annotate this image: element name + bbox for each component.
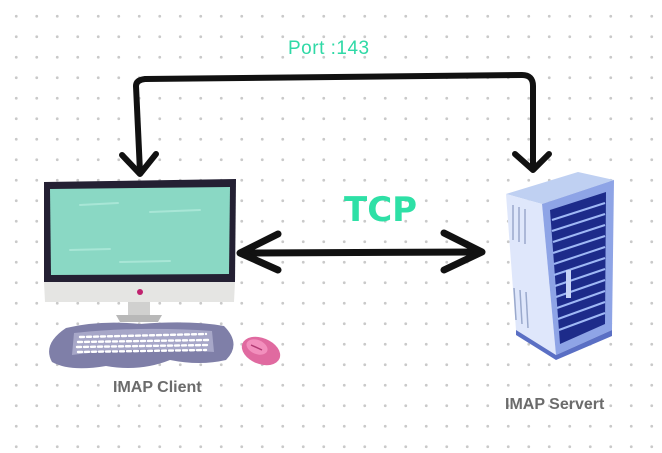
- tcp-connection-arrow: [236, 229, 486, 274]
- port-label: Port :143: [288, 38, 370, 59]
- protocol-label: TCP: [344, 190, 418, 230]
- server-label: IMAP Servert: [505, 396, 605, 413]
- server-rack-icon: [506, 172, 614, 360]
- desktop-computer-icon: [44, 179, 281, 369]
- port-connection-arrow: [119, 72, 552, 177]
- client-label: IMAP Client: [113, 379, 202, 396]
